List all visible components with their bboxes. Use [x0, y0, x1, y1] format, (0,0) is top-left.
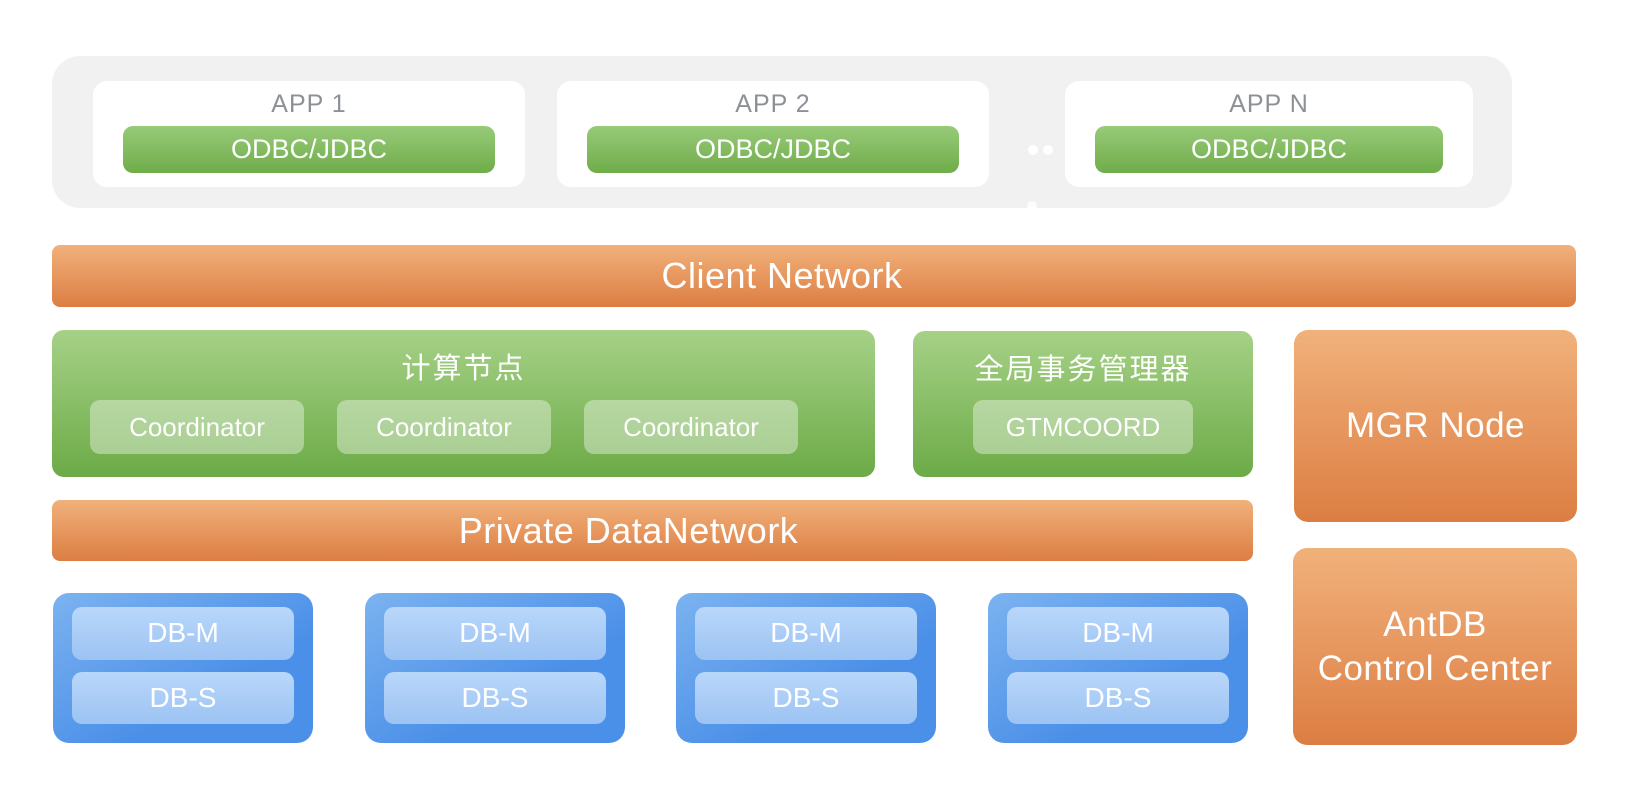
coordinator-node-2: Coordinator: [337, 400, 551, 454]
private-data-network-bar: Private DataNetwork: [52, 500, 1253, 561]
ellipsis-dots-icon: [1028, 145, 1038, 155]
control-center-line2: Control Center: [1317, 648, 1553, 688]
coordinator-row: Coordinator Coordinator Coordinator: [90, 400, 798, 454]
db-standby-node-1: DB-S: [72, 671, 294, 724]
app-n-title: APP N: [1229, 90, 1309, 118]
app-box-n: APP N ODBC/JDBC: [1065, 81, 1473, 187]
mgr-node-box: MGR Node: [1294, 330, 1577, 522]
gtm-panel-title: 全局事务管理器: [974, 354, 1192, 386]
app-2-title: APP 2: [735, 90, 811, 118]
data-node-group-1: DB-M DB-S: [53, 593, 313, 743]
odbc-jdbc-badge-1: ODBC/JDBC: [123, 126, 495, 173]
odbc-jdbc-badge-2: ODBC/JDBC: [587, 126, 959, 173]
gtm-panel: 全局事务管理器 GTMCOORD: [913, 331, 1253, 477]
odbc-jdbc-badge-n: ODBC/JDBC: [1095, 126, 1443, 173]
gtmcoord-node: GTMCOORD: [973, 400, 1193, 454]
antdb-control-center-box: AntDB Control Center: [1293, 548, 1577, 745]
compute-node-panel-title: 计算节点: [401, 353, 526, 385]
app-box-2: APP 2 ODBC/JDBC: [557, 81, 989, 187]
db-standby-node-4: DB-S: [1007, 671, 1229, 724]
ellipsis-dots-icon: [1027, 201, 1037, 211]
db-master-node-1: DB-M: [72, 607, 294, 660]
compute-node-panel: 计算节点 Coordinator Coordinator Coordinator: [52, 330, 875, 477]
coordinator-node-1: Coordinator: [90, 400, 304, 454]
control-center-line1: AntDB: [1383, 605, 1487, 645]
data-node-group-4: DB-M DB-S: [988, 593, 1248, 743]
client-network-bar: Client Network: [52, 245, 1576, 307]
db-standby-node-3: DB-S: [695, 671, 917, 724]
db-master-node-3: DB-M: [695, 607, 917, 660]
db-master-node-2: DB-M: [384, 607, 606, 660]
data-node-group-2: DB-M DB-S: [365, 593, 625, 743]
db-standby-node-2: DB-S: [384, 671, 606, 724]
app-box-1: APP 1 ODBC/JDBC: [93, 81, 525, 187]
data-node-group-3: DB-M DB-S: [676, 593, 936, 743]
coordinator-node-3: Coordinator: [584, 400, 798, 454]
app-1-title: APP 1: [271, 90, 347, 118]
app-layer-container: APP 1 ODBC/JDBC APP 2 ODBC/JDBC APP N OD…: [52, 56, 1512, 211]
ellipsis-dots-icon: [1043, 145, 1053, 155]
db-master-node-4: DB-M: [1007, 607, 1229, 660]
